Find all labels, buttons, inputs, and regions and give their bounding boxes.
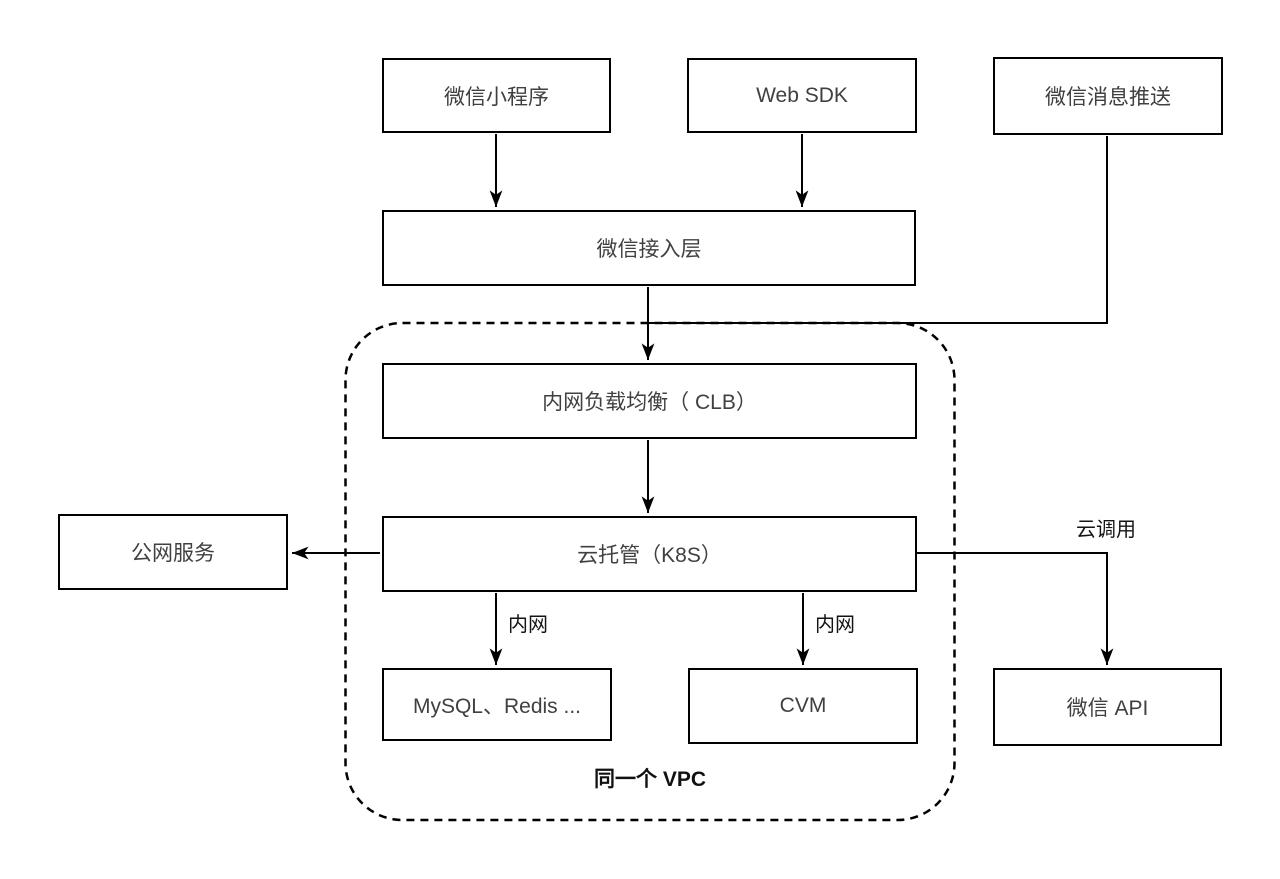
node-cloud-hosting-k8s: 云托管（K8S） [382,516,917,592]
vpc-group-label: 同一个 VPC [593,768,706,791]
node-clb-load-balancer: 内网负载均衡（ CLB） [382,363,917,439]
vpc-dashed-boundary [344,321,956,822]
edge-k8s-to-wechat-api [916,552,1114,665]
node-wechat-mini-program: 微信小程序 [382,58,611,133]
edge-message-push-to-junction [649,136,1108,324]
node-mysql-redis: MySQL、Redis ... [382,668,612,741]
node-cvm: CVM [688,668,918,744]
edge-label-intranet-left: 内网 [508,614,548,636]
edge-label-cloud-invoke: 云调用 [1076,519,1136,541]
node-wechat-access-layer: 微信接入层 [382,210,916,286]
node-wechat-api: 微信 API [993,668,1222,746]
node-wechat-message-push: 微信消息推送 [993,57,1223,135]
node-web-sdk: Web SDK [687,58,917,133]
edge-label-intranet-right: 内网 [815,614,855,636]
node-public-network-service: 公网服务 [58,514,288,590]
